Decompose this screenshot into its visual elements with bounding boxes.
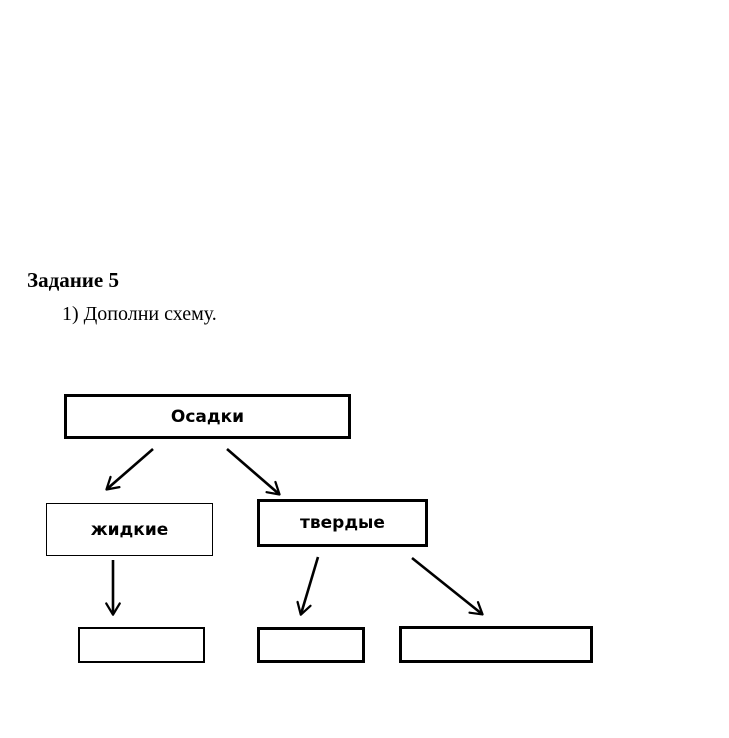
arrow-solid-to-answer3 [411,556,484,616]
arrow-solid-to-answer2 [296,556,320,616]
answer-box-1[interactable] [78,627,205,663]
arrow-root-to-liquid [105,448,154,491]
node-precipitation: Осадки [64,394,351,439]
answer-box-3[interactable] [399,626,593,663]
answer-box-2[interactable] [257,627,365,663]
node-liquid: жидкие [46,503,213,556]
task-title: Задание 5 [27,268,119,292]
arrow-root-to-solid [226,448,281,496]
node-solid: твердые [257,499,428,547]
task-instruction: 1) Дополни схему. [62,303,217,325]
